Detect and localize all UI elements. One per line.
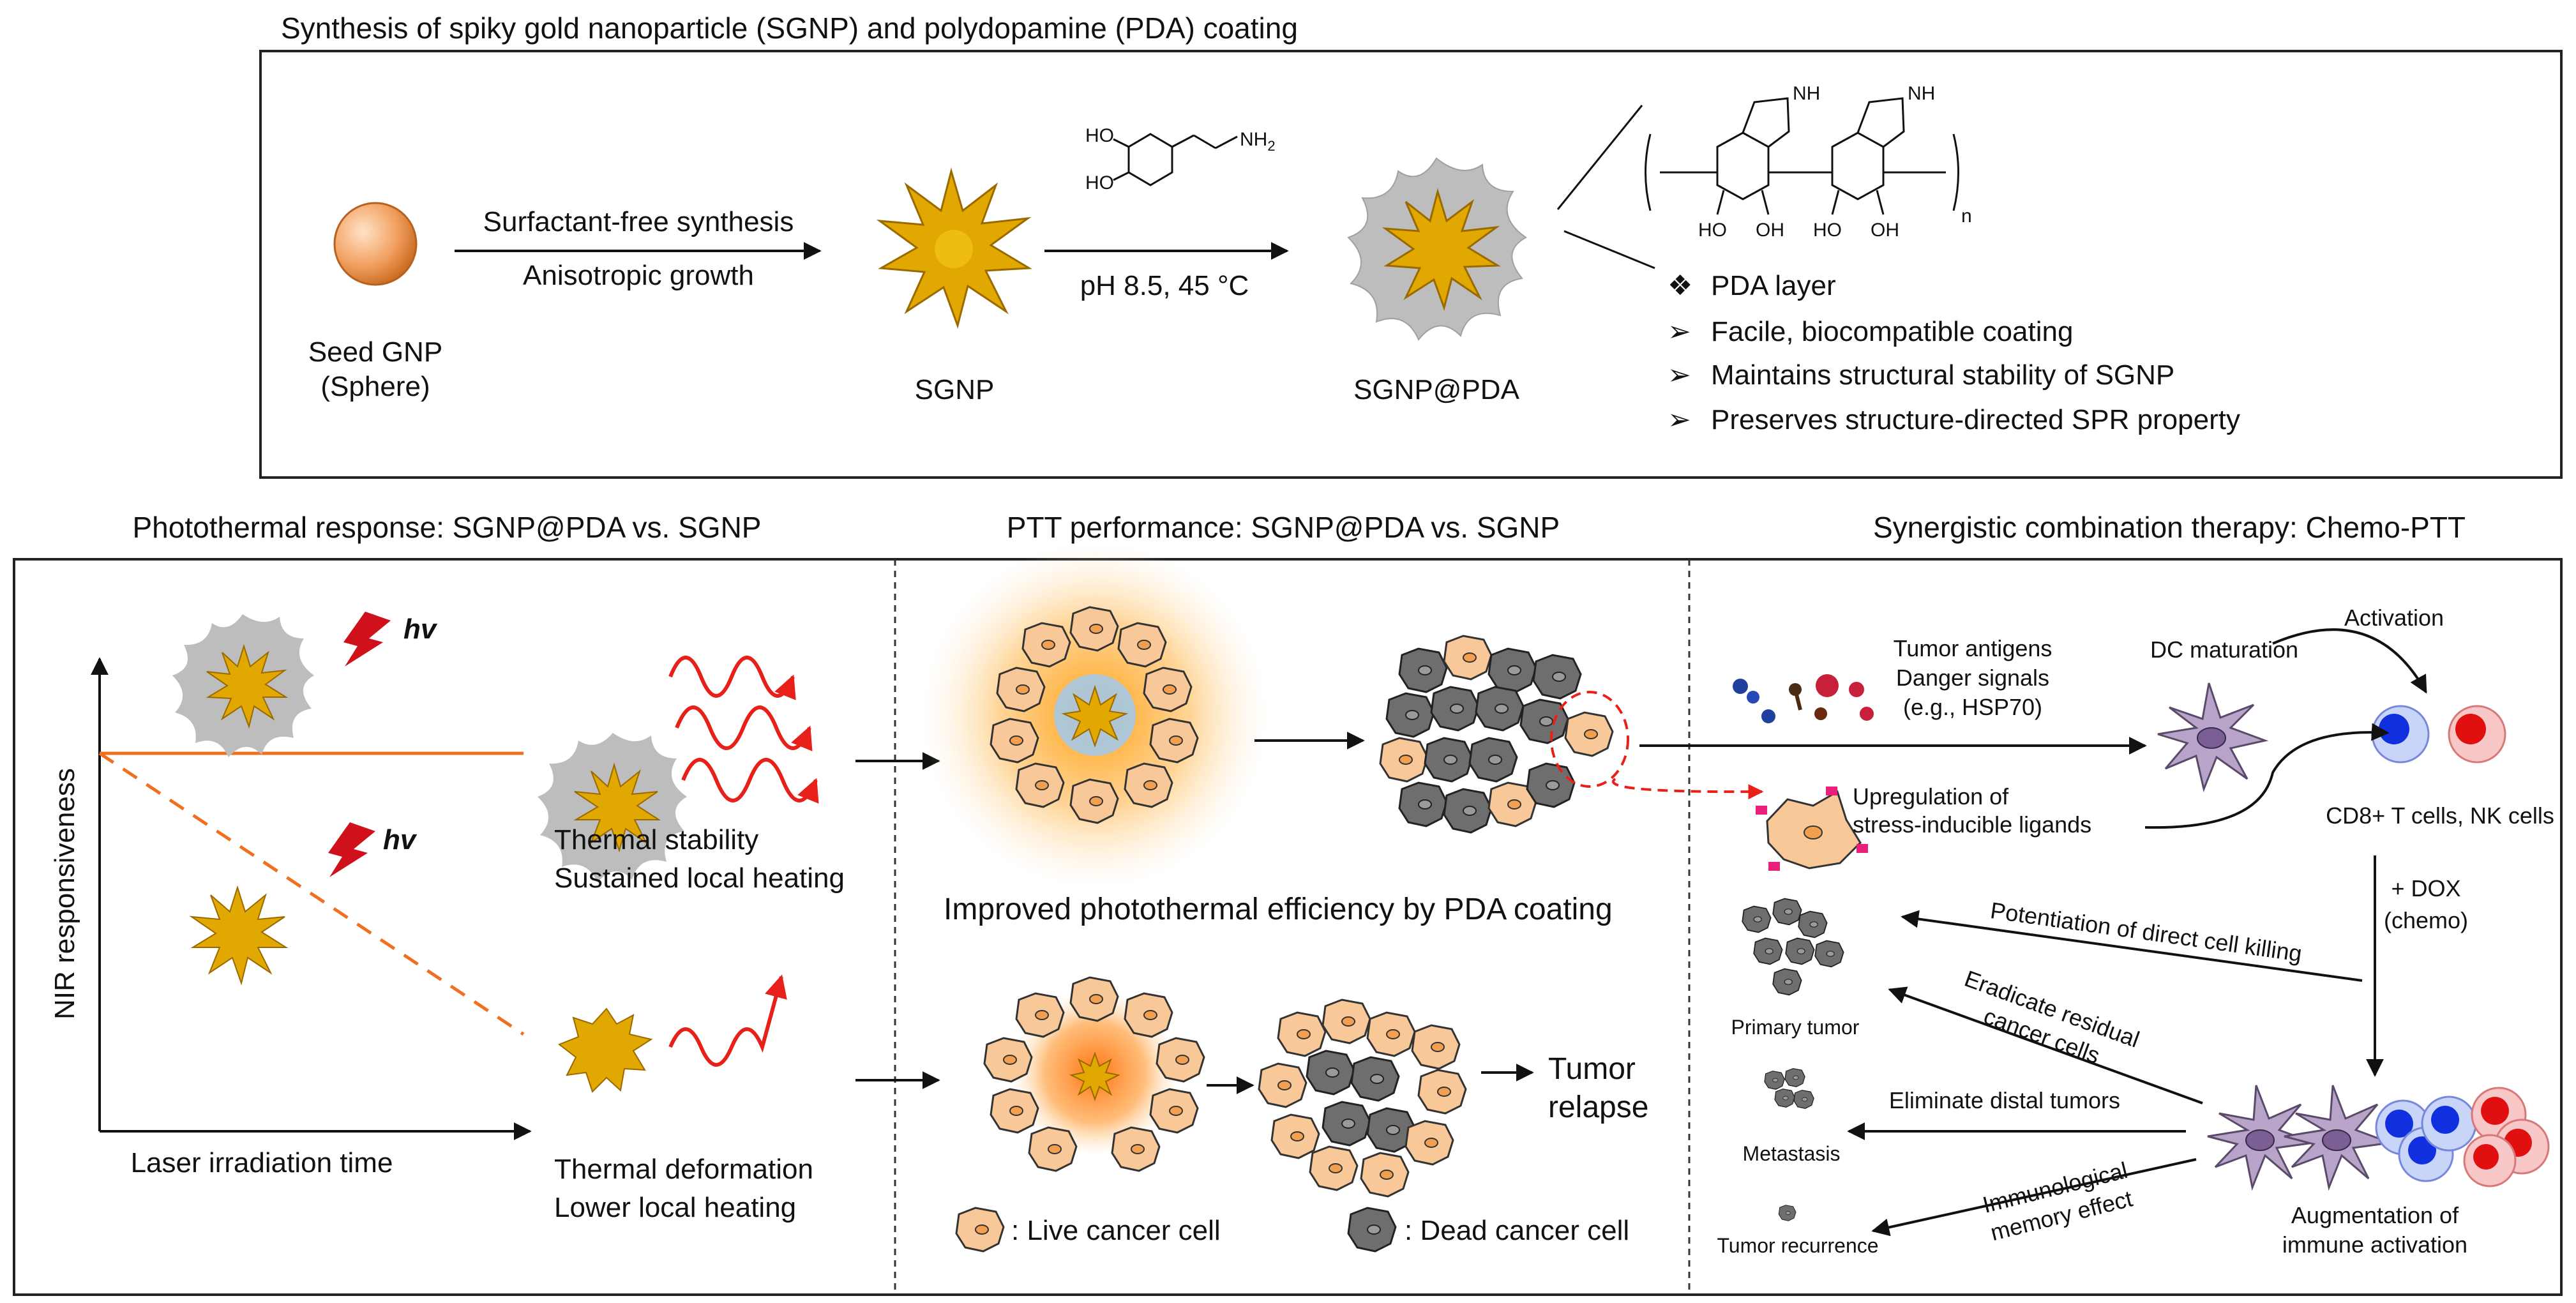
primary-tumor-label: Primary tumor [1731, 1016, 1860, 1039]
chemo-label: (chemo) [2384, 907, 2468, 933]
upregulation-label: Upregulation of [1853, 783, 2009, 810]
photothermal-heading: Photothermal response: SGNP@PDA vs. SGNP [133, 511, 762, 544]
dopamine-structure [1113, 133, 1238, 186]
tumor-relapse-cluster [1258, 998, 1467, 1198]
primary-tumor-icon [1742, 898, 1844, 996]
sustained-heating: Sustained local heating [554, 862, 845, 894]
reaction-conditions: pH 8.5, 45 °C [1080, 270, 1249, 301]
stress-ligands-label: stress-inducible ligands [1853, 811, 2091, 838]
pda-oh-2b: OH [1871, 220, 1899, 241]
t-nk-cells [2371, 705, 2506, 764]
dox-label: + DOX [2391, 875, 2460, 901]
zoom-line-top [1556, 105, 1643, 210]
sgnp-graph-core [206, 644, 289, 729]
hv-label-1: hv [403, 614, 438, 645]
activation-arrow [2272, 628, 2427, 694]
activation-label: Activation [2344, 605, 2444, 631]
sgnp-stable-core [573, 762, 661, 853]
residual-cell-arrow [1611, 778, 1764, 800]
potentiation-label: Potentiation of direct cell killing [1989, 897, 2303, 967]
hsp70: (e.g., HSP70) [1903, 694, 2042, 720]
thermal-stability: Thermal stability [554, 824, 758, 855]
antigen-molecules [1733, 674, 1874, 723]
legend-live-cell-icon [955, 1207, 1005, 1253]
improved-efficiency-caption: Improved photothermal efficiency by PDA … [944, 893, 1613, 926]
bullet-arrow-icon: ➢ [1668, 316, 1691, 347]
synthesis-panel [259, 50, 2563, 479]
sgnp-deformed [557, 1007, 653, 1093]
dc-maturation: DC maturation [2150, 636, 2298, 663]
lightning-icon [343, 612, 391, 667]
stressed-cell [1756, 787, 1868, 871]
pda-oh-1b: OH [1756, 220, 1784, 241]
augmentation-label-2: immune activation [2282, 1231, 2467, 1258]
bullet-arrow-icon: ➢ [1668, 404, 1691, 435]
tumor-antigens: Tumor antigens [1894, 635, 2053, 661]
recurrence-label: Tumor recurrence [1717, 1234, 1878, 1257]
heat-wave-strong-icon [668, 656, 819, 804]
seed-gnp-shape: (Sphere) [320, 371, 430, 402]
x-axis-label: Laser irradiation time [131, 1147, 393, 1179]
dopamine-nh2: NH2 [1240, 129, 1276, 154]
bullet-arrow-icon: ➢ [1668, 359, 1691, 391]
sgnp-pda-label: SGNP@PDA [1353, 374, 1519, 405]
pda-nh-2: NH [1908, 83, 1935, 104]
pda-bullet-1: Facile, biocompatible coating [1711, 316, 2073, 347]
immune-cluster [2207, 1085, 2550, 1191]
lower-heating: Lower local heating [554, 1192, 796, 1223]
pda-bullet-2: Maintains structural stability of SGNP [1711, 359, 2174, 391]
pda-oh-1a: HO [1698, 220, 1727, 241]
eradicate-arrow [1888, 986, 2203, 1104]
sgnp-graph-bare [189, 885, 289, 986]
relapse-label: relapse [1548, 1090, 1648, 1124]
sgnp-response-line [98, 751, 525, 1036]
sgnp-core [935, 230, 973, 268]
synthesis-title: Synthesis of spiky gold nanoparticle (SG… [281, 11, 1298, 45]
ligand-arrow [2144, 723, 2390, 829]
lightning-icon [328, 822, 375, 877]
zoom-line-bottom [1563, 230, 1655, 269]
heat-wave-weak-icon [668, 974, 787, 1067]
ptt-heading: PTT performance: SGNP@PDA vs. SGNP [1007, 511, 1560, 544]
t-nk-label: CD8+ T cells, NK cells [2326, 802, 2554, 829]
pda-oh-2a: HO [1813, 220, 1842, 241]
surfactant-free-label: Surfactant-free synthesis [483, 206, 794, 237]
augmentation-label-1: Augmentation of [2291, 1202, 2459, 1228]
memory-arrow [1871, 1158, 2197, 1237]
coated-sgnp-core [1382, 188, 1502, 312]
metastasis-icon [1764, 1068, 1814, 1109]
tumor-dead-cells [1379, 635, 1614, 834]
dendritic-cell [2157, 682, 2269, 793]
legend-live: : Live cancer cell [1011, 1215, 1221, 1246]
tumor-treated-bare [983, 976, 1205, 1172]
legend-dead-cell-icon [1347, 1207, 1397, 1253]
metastasis-label: Metastasis [1743, 1142, 1841, 1165]
tumor-label: Tumor [1548, 1052, 1636, 1086]
bottom-panel [13, 558, 2563, 1296]
dopamine-ho-2: HO [1085, 172, 1114, 193]
y-axis-label: NIR responsiveness [49, 768, 80, 1020]
sgnp-label: SGNP [915, 374, 995, 405]
recurrence-icon [1778, 1205, 1796, 1221]
chemo-ptt-heading: Synergistic combination therapy: Chemo-P… [1873, 511, 2466, 544]
potentiation-arrow [1901, 910, 2363, 982]
thermal-deformation: Thermal deformation [554, 1154, 813, 1185]
residual-cell-highlight [1550, 691, 1629, 788]
eliminate-label: Eliminate distal tumors [1889, 1087, 2120, 1113]
legend-dead: : Dead cancer cell [1405, 1215, 1629, 1246]
dopamine-ho-1: HO [1085, 125, 1114, 146]
anisotropic-label: Anisotropic growth [523, 260, 754, 291]
pda-repeat-n: n [1961, 206, 1972, 227]
pda-bullet-3: Preserves structure-directed SPR propert… [1711, 404, 2240, 435]
bullet-diamond-icon: ❖ [1668, 270, 1692, 301]
tumor-treated-pda [990, 606, 1199, 824]
seed-gnp-sphere [333, 202, 418, 286]
pda-polymer-structure [1645, 97, 1959, 215]
danger-signals: Danger signals [1896, 665, 2049, 691]
pda-layer-header: PDA layer [1711, 270, 1836, 301]
pda-nh-1: NH [1793, 83, 1820, 104]
hv-label-2: hv [383, 824, 418, 855]
seed-gnp-label: Seed GNP [308, 336, 442, 368]
